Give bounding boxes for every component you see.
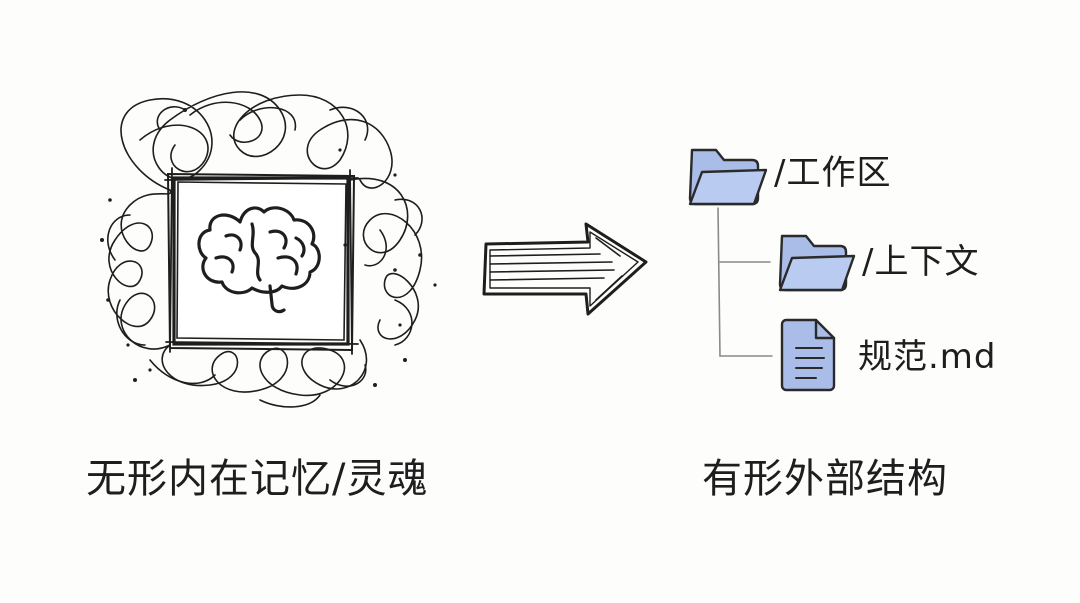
tree-child-folder-label: /上下文: [862, 242, 980, 282]
root-folder-icon: [688, 148, 768, 206]
child-folder-icon: [778, 234, 856, 292]
right-caption: 有形外部结构: [702, 456, 948, 502]
tree-child-file-label: 规范.md: [858, 337, 997, 377]
tree-root-label: /工作区: [774, 153, 892, 193]
document-icon: [780, 318, 836, 392]
scribble-loops: [107, 91, 423, 397]
brain-icon: [197, 206, 321, 314]
left-caption: 无形内在记忆/灵魂: [86, 456, 429, 502]
